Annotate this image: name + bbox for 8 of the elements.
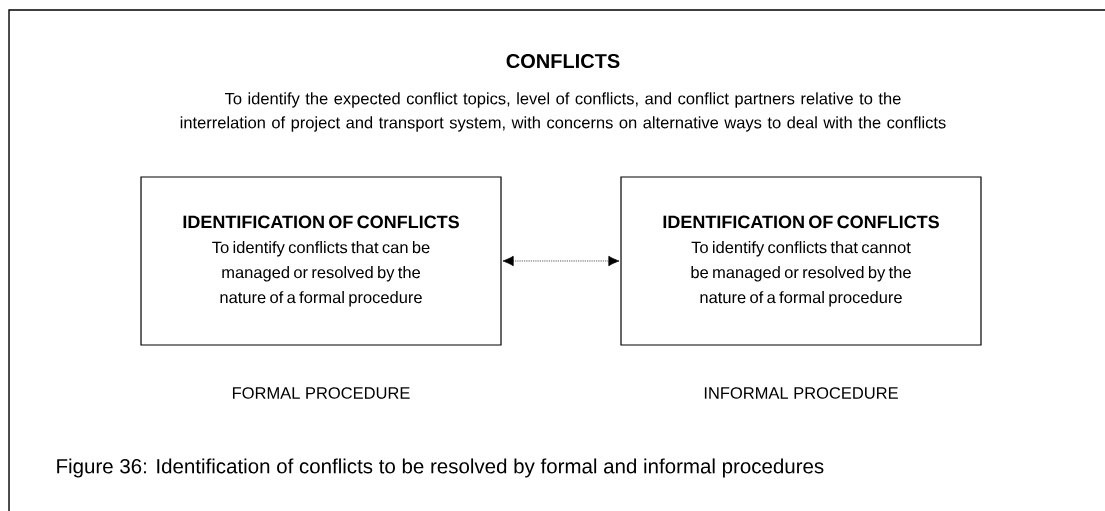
caption: Figure 36: Identification of conflicts to be resolved by formal and informal procedures	[57, 458, 824, 478]
arrow	[502, 255, 620, 267]
process-box: IDENTIFICATION OF CONFLICTS To identify conflicts that can be managed or resolved by the nature of a formal procedure	[140, 176, 502, 346]
procedure-label: FORMAL PROCEDURE	[233, 387, 410, 399]
process-box: IDENTIFICATION OF CONFLICTS To identify conflicts that cannot be managed or resolved by the nature of a formal procedure	[620, 176, 982, 346]
description: To identify the expected conflict topics, level of conflicts, and conflict partners relative to the interrelation of project and transport system, with concerns on alternative ways to deal with the conflicts	[180, 92, 946, 132]
procedure-label: INFORMAL PROCEDURE	[704, 387, 898, 399]
title: CONFLICTS	[506, 53, 620, 69]
